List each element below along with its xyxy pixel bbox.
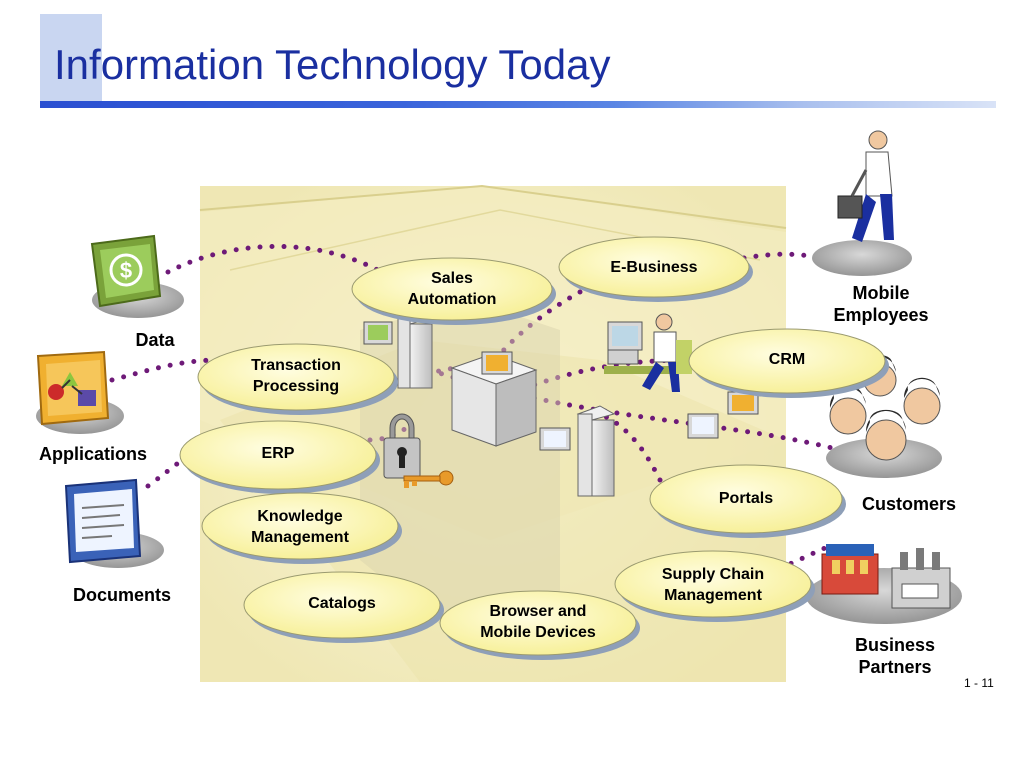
title-accent-block: [40, 14, 102, 106]
label-mobile-employees: Mobile Employees: [833, 283, 929, 325]
label-browser-mobile-devices: Browser and Mobile Devices: [480, 603, 596, 641]
label-erp: ERP: [261, 445, 295, 462]
label-portals: Portals: [718, 490, 774, 507]
label-e-business: E-Business: [610, 259, 698, 276]
line-portals-to-server: [587, 407, 663, 483]
oval-transaction-processing: [197, 343, 398, 415]
label-documents: Documents: [72, 585, 171, 605]
label-crm: CRM: [768, 351, 806, 368]
applications-icon: [36, 350, 124, 434]
customers-icon: [826, 354, 942, 478]
data-icon: $: [90, 234, 184, 318]
central-infrastructure: [360, 300, 759, 640]
documents-icon: [64, 478, 164, 568]
slide-title: Information Technology Today: [54, 41, 611, 88]
business-partners-icon: [806, 544, 962, 624]
oval-supply-chain-management: [614, 550, 815, 622]
title-underline-bar: [40, 101, 996, 108]
oval-portals: [649, 464, 846, 538]
oval-catalogs: [243, 571, 444, 643]
oval-sales-automation: [351, 257, 556, 325]
svg-text:$: $: [120, 258, 132, 283]
label-knowledge-management: Knowledge Management: [251, 508, 349, 546]
desk-worker-icon: [604, 313, 692, 392]
oval-erp: [179, 420, 380, 494]
label-catalogs: Catalogs: [308, 595, 376, 612]
key-icon: [403, 470, 454, 488]
mobile-employee-icon: [812, 130, 912, 276]
oval-crm: [688, 328, 889, 398]
oval-e-business: [558, 236, 753, 302]
label-sales-automation: Sales Automation: [407, 270, 497, 308]
oval-browser-mobile-devices: [439, 590, 640, 660]
padlock-icon: [383, 413, 421, 479]
label-customers: Customers: [861, 494, 957, 514]
label-data: Data: [135, 330, 175, 350]
label-supply-chain-management: Supply Chain Management: [661, 566, 765, 604]
label-transaction-processing: Transaction Processing: [251, 357, 341, 395]
page-number: 1 - 11: [964, 676, 994, 690]
line-apps-to-transaction: [109, 357, 223, 383]
oval-knowledge-management: [201, 492, 402, 564]
label-business-partners: Business Partners: [854, 635, 936, 677]
line-center-to-customers: [427, 367, 835, 451]
label-applications: Applications: [38, 444, 147, 464]
